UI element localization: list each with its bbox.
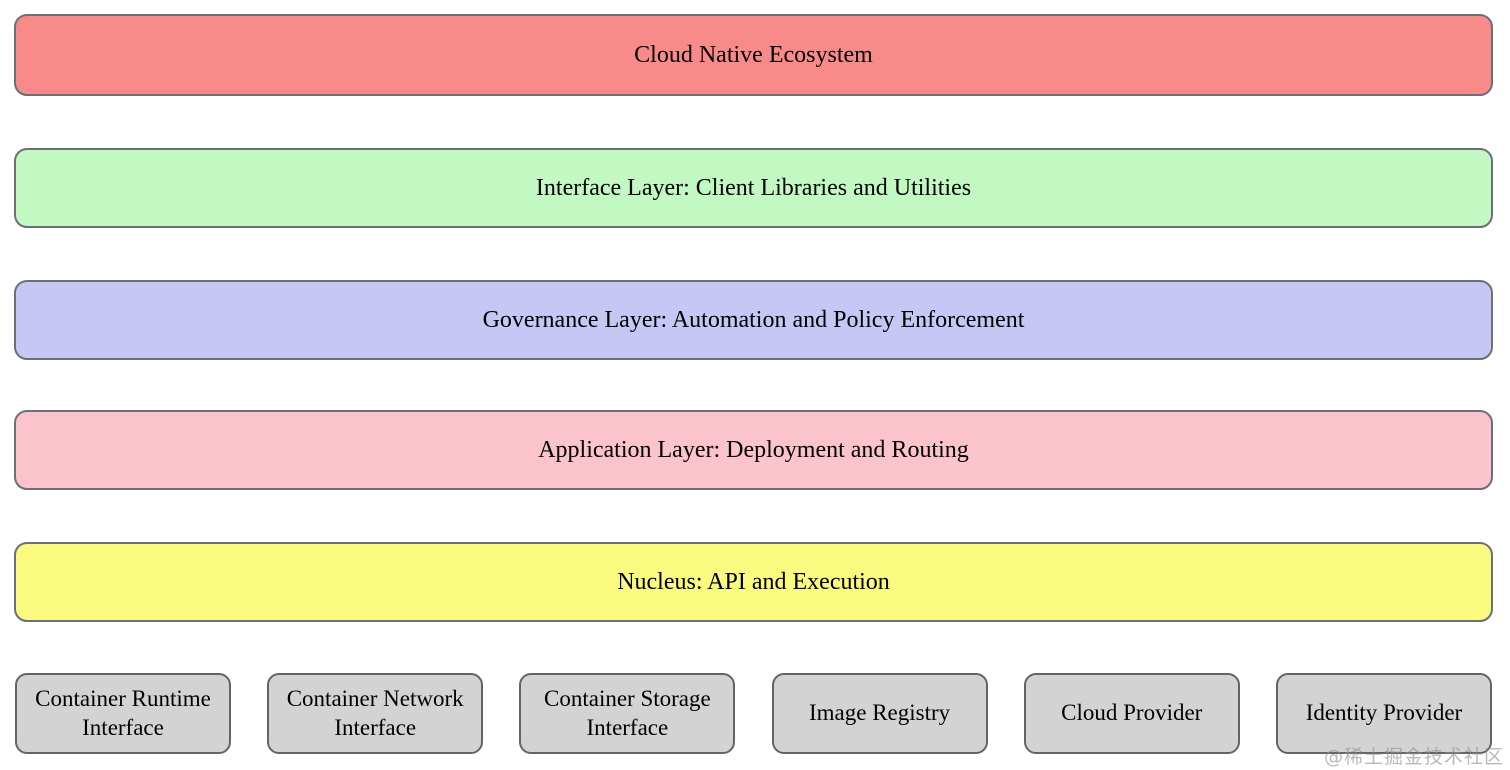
foundation-row: Container Runtime Interface Container Ne… [15, 673, 1492, 754]
layer-label: Cloud Native Ecosystem [634, 41, 873, 68]
box-label: Image Registry [808, 700, 951, 726]
box-container-runtime-interface: Container Runtime Interface [15, 673, 231, 754]
box-label: Container Runtime Interface [35, 685, 211, 740]
layer-governance: Governance Layer: Automation and Policy … [14, 280, 1493, 360]
layer-interface: Interface Layer: Client Libraries and Ut… [14, 148, 1493, 228]
box-container-network-interface: Container Network Interface [267, 673, 484, 754]
layer-label: Interface Layer: Client Libraries and Ut… [535, 174, 972, 201]
layer-label: Nucleus: API and Execution [617, 568, 890, 595]
box-identity-provider: Identity Provider [1275, 673, 1492, 754]
layer-label: Governance Layer: Automation and Policy … [482, 306, 1025, 333]
box-image-registry: Image Registry [771, 673, 988, 754]
layer-application: Application Layer: Deployment and Routin… [14, 410, 1493, 490]
layer-label: Application Layer: Deployment and Routin… [538, 436, 969, 463]
layer-nucleus: Nucleus: API and Execution [14, 542, 1493, 622]
box-container-storage-interface: Container Storage Interface [519, 673, 736, 754]
box-label: Container Network Interface [286, 685, 464, 740]
layer-cloud-native-ecosystem: Cloud Native Ecosystem [14, 14, 1493, 96]
box-label: Identity Provider [1305, 700, 1463, 726]
box-label: Container Storage Interface [544, 685, 711, 740]
box-label: Cloud Provider [1061, 700, 1203, 726]
box-cloud-provider: Cloud Provider [1023, 673, 1240, 754]
